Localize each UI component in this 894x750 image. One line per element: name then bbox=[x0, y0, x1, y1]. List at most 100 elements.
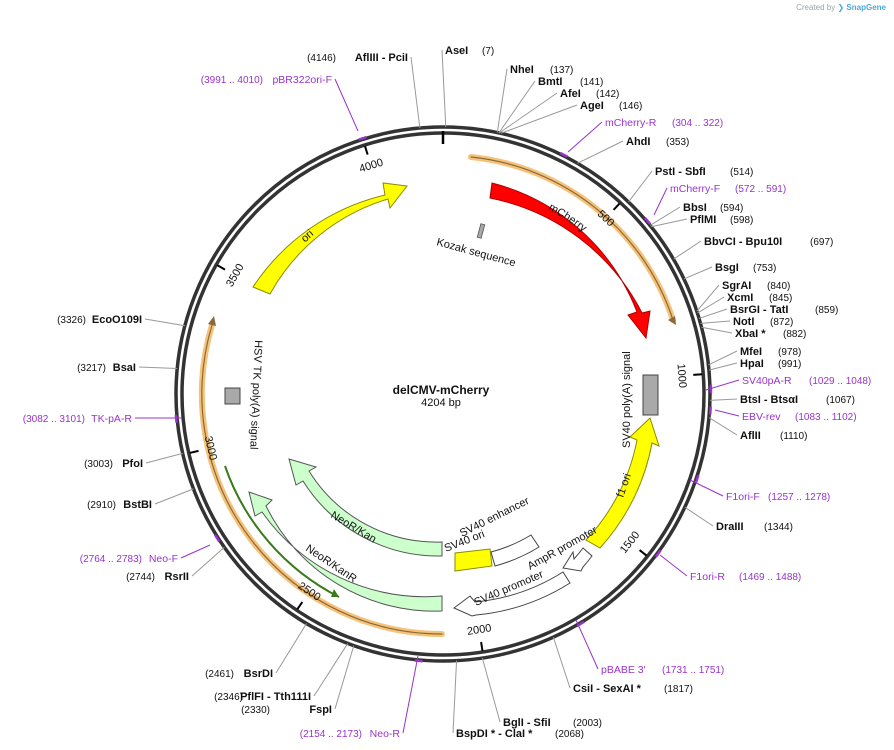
site-leader-line bbox=[696, 284, 720, 312]
site-afliii-pcii[interactable]: AflIII - PciI(4146) bbox=[307, 52, 421, 129]
site-name: BbsI bbox=[683, 202, 707, 214]
site-noti[interactable]: NotI(872) bbox=[700, 316, 794, 328]
site-bsai[interactable]: BsaI(3217) bbox=[77, 362, 178, 374]
site-leader-line bbox=[649, 206, 681, 226]
site-name: AflII bbox=[740, 430, 761, 442]
primer-ebv-rev[interactable]: EBV-rev(1083 .. 1102) bbox=[708, 406, 857, 423]
ruler-label-1500: 1500 bbox=[618, 529, 643, 556]
site-mfei[interactable]: MfeI(978) bbox=[708, 346, 801, 366]
site-fspi[interactable]: FspI (2330) bbox=[241, 645, 355, 716]
site-ecoo109i[interactable]: EcoO109I(3326) bbox=[57, 314, 185, 327]
primer-range: (3082 .. 3101) bbox=[23, 414, 85, 425]
site-psti-sbfi[interactable]: PstI - SbfI(514) bbox=[628, 166, 754, 203]
site-nhei[interactable]: NheI(137) bbox=[496, 64, 573, 133]
site-name: XbaI * bbox=[735, 328, 766, 340]
site-position: (2910) bbox=[87, 500, 116, 511]
site-btsi-bts-i[interactable]: BtsI - BtsαI(1067) bbox=[709, 394, 855, 406]
feature-label-hsv-tk-polyA: HSV TK poly(A) signal bbox=[247, 340, 264, 450]
site-leader-line bbox=[452, 660, 458, 734]
site-name: NotI bbox=[733, 316, 754, 328]
orange-arc-mcherry bbox=[468, 154, 676, 323]
site-pflmi[interactable]: PflMI(598) bbox=[651, 214, 753, 228]
site-ahdi[interactable]: AhdI(353) bbox=[577, 136, 689, 164]
sv40-polyA-box[interactable] bbox=[642, 374, 659, 416]
site-aflii[interactable]: AflII (1110) bbox=[708, 417, 807, 442]
sv40-enhancer-box[interactable] bbox=[490, 534, 540, 567]
site-sgrai[interactable]: SgrAI(840) bbox=[696, 280, 791, 312]
site-bsrdi[interactable]: BsrDI (2461) bbox=[205, 623, 307, 680]
site-position: (1110) bbox=[780, 431, 807, 442]
primer-f1ori-r[interactable]: F1ori-R(1469 .. 1488) bbox=[654, 549, 801, 583]
site-position: (3326) bbox=[57, 315, 86, 326]
site-pfoi[interactable]: PfoI(3003) bbox=[84, 452, 183, 470]
site-pflfi-tth111i[interactable]: PflFI - Tth111I(2346) bbox=[214, 643, 349, 703]
site-leader-line bbox=[651, 218, 688, 228]
ampr-promoter-arrow[interactable] bbox=[562, 547, 593, 572]
site-bspdi-clai[interactable]: BspDI * - ClaI *(2068) bbox=[452, 660, 584, 740]
primer-range: (572 .. 591) bbox=[735, 184, 786, 195]
site-name: BtsI - BtsαI bbox=[740, 394, 798, 406]
site-leader-line bbox=[154, 488, 194, 505]
site-position: (1344) bbox=[764, 522, 793, 533]
primer-pbr322ori-f[interactable]: pBR322ori-F(3991 .. 4010) bbox=[201, 74, 367, 141]
primer-range: (1469 .. 1488) bbox=[739, 572, 801, 583]
site-hpai[interactable]: HpaI(991) bbox=[708, 358, 801, 371]
site-name: XcmI bbox=[727, 292, 753, 304]
site-leader-line bbox=[673, 240, 702, 260]
site-leader-line bbox=[275, 623, 307, 674]
site-bbsi[interactable]: BbsI(594) bbox=[649, 202, 743, 226]
site-draiii[interactable]: DraIII(1344) bbox=[684, 506, 793, 533]
site-bmti[interactable]: BmtI(141) bbox=[498, 76, 604, 134]
primer-neo-f[interactable]: Neo-F(2764 .. 2783) bbox=[80, 534, 221, 565]
hsv-tk-polyA-box[interactable] bbox=[224, 387, 241, 405]
site-position: (697) bbox=[810, 237, 833, 248]
kozak-box[interactable] bbox=[476, 223, 486, 239]
primer-mcherry-r[interactable]: mCherry-R(304 .. 322) bbox=[559, 117, 723, 158]
site-bbvci-bpu10i[interactable]: BbvCI - Bpu10I(697) bbox=[673, 236, 833, 260]
primer-tk-pa-r[interactable]: TK-pA-R(3082 .. 3101) bbox=[23, 413, 182, 425]
site-position: (3217) bbox=[77, 363, 106, 374]
site-name: PstI - SbfI bbox=[655, 166, 706, 178]
site-asei[interactable]: AseI(7) bbox=[441, 45, 494, 128]
site-xbai[interactable]: XbaI *(882) bbox=[701, 326, 807, 340]
site-bgli-sfii[interactable]: BglI - SfiI(2003) bbox=[481, 657, 602, 729]
ruler-tick-4000 bbox=[363, 145, 369, 155]
site-position: (2461) bbox=[205, 669, 234, 680]
sv40-promoter-arrow[interactable] bbox=[453, 571, 571, 617]
site-position: (2330) bbox=[241, 705, 270, 716]
primer-leader-line bbox=[402, 655, 419, 734]
primer-neo-r[interactable]: Neo-R(2154 .. 2173) bbox=[300, 655, 423, 740]
site-bsrgi-tati[interactable]: BsrGI - TatI(859) bbox=[698, 304, 838, 319]
feature-labels: mCherry Kozak sequence ori SV40 poly(A) … bbox=[0, 0, 634, 609]
site-agei[interactable]: AgeI(146) bbox=[500, 100, 643, 134]
site-name: AhdI bbox=[626, 136, 650, 148]
site-name: BsrDI bbox=[244, 668, 273, 680]
neo-outer-arrow[interactable] bbox=[248, 491, 443, 612]
neo-inner-arrow[interactable] bbox=[288, 458, 443, 557]
primer-mcherry-f[interactable]: mCherry-F(572 .. 591) bbox=[643, 183, 786, 225]
ruler-tick-1000 bbox=[693, 373, 703, 376]
site-name: FspI bbox=[309, 704, 332, 716]
site-leader-line bbox=[496, 68, 508, 133]
site-leader-line bbox=[500, 104, 578, 134]
site-xcmi[interactable]: XcmI(845) bbox=[697, 292, 792, 314]
primer-f1ori-f[interactable]: F1ori-F(1257 .. 1278) bbox=[689, 474, 830, 503]
site-rsrii[interactable]: RsrII(2744) bbox=[126, 546, 225, 583]
site-leader-line bbox=[498, 92, 558, 134]
site-leader-line bbox=[144, 318, 185, 327]
mCherry-arrow[interactable] bbox=[489, 182, 651, 340]
site-afei[interactable]: AfeI(142) bbox=[498, 88, 619, 134]
site-csii-sexai[interactable]: CsiI - SexAI *(1817) bbox=[552, 636, 693, 695]
primer-name: Neo-R bbox=[370, 728, 401, 740]
site-bstbi[interactable]: BstBI(2910) bbox=[87, 488, 194, 511]
sv40-ori-box[interactable] bbox=[454, 548, 493, 572]
primer-pbabe-3[interactable]: pBABE 3'(1731 .. 1751) bbox=[575, 619, 724, 676]
site-name: AseI bbox=[445, 45, 468, 57]
orange-arc-mcherry-core bbox=[470, 156, 674, 321]
f1-ori-arrow[interactable] bbox=[585, 417, 660, 549]
primer-binding-mark bbox=[213, 534, 221, 543]
primer-sv40pa-r[interactable]: SV40pA-R(1029 .. 1048) bbox=[705, 375, 871, 393]
ori-arrow[interactable] bbox=[252, 182, 408, 295]
primer-name: Neo-F bbox=[149, 553, 178, 565]
site-bsgi[interactable]: BsgI(753) bbox=[683, 262, 776, 280]
